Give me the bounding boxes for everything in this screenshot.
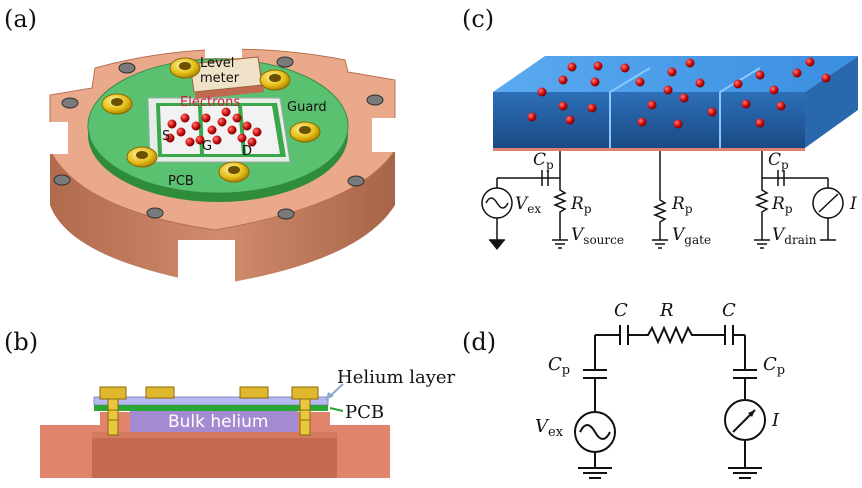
label-vgate: Vgate: [672, 225, 711, 247]
panel-d-label: (d): [462, 328, 496, 356]
electrons-c: [527, 57, 831, 129]
helium-layer-arrowhead: [326, 392, 334, 400]
label-rp-gate: Rp: [671, 194, 693, 216]
bottom-slot: [178, 240, 235, 285]
label-electrons: Electrons: [180, 95, 240, 110]
panel-d: (d): [462, 300, 785, 479]
base-recess-lip: [92, 432, 337, 438]
screw-b-right: [291, 386, 319, 436]
helium-slab-front: [493, 92, 805, 148]
source-circuit: [481, 151, 568, 249]
panel-b-label: (b): [4, 328, 38, 356]
gate-circuit: [652, 151, 668, 249]
label-pcb-b: PCB: [345, 402, 384, 423]
right-slot: [372, 118, 398, 152]
gold-screw: [101, 93, 133, 115]
electrons-a: [165, 107, 262, 147]
gold-screw: [126, 146, 158, 168]
bulk-helium: [130, 410, 298, 432]
pcb-strip: [94, 405, 328, 411]
label-vex-c: Vex: [515, 194, 541, 216]
label-pcb-a: PCB: [168, 174, 194, 189]
label-rp-source: Rp: [570, 194, 592, 216]
label-rp-drain: Rp: [771, 194, 793, 216]
label-level: Level: [200, 56, 234, 71]
gold-screw: [169, 57, 201, 79]
gold-screw: [289, 121, 321, 143]
left-slot: [46, 122, 68, 154]
screw-head-b: [239, 386, 269, 399]
screw-head-b: [145, 386, 175, 399]
label-helium-layer: Helium layer: [337, 367, 456, 388]
gold-screw: [259, 69, 291, 91]
gold-screws: [101, 57, 321, 183]
screws-b: [99, 386, 319, 436]
screw-holes: [53, 56, 384, 220]
ground-arrow: [489, 240, 505, 250]
label-bulk-helium: Bulk helium: [168, 412, 268, 432]
label-i-c: I: [849, 194, 857, 214]
label-cp-source: Cp: [533, 150, 554, 172]
base-recess: [92, 432, 337, 478]
panel-a-label: (a): [4, 5, 37, 33]
label-g: G: [202, 139, 212, 154]
label-vdrain: Vdrain: [772, 225, 817, 247]
label-c-left-d: C: [614, 300, 628, 321]
electrode-gap-left-top: [609, 67, 651, 93]
electrode-strip: [493, 148, 805, 151]
label-d: D: [242, 144, 252, 159]
ammeter-needle-head: [748, 410, 755, 417]
label-i-d: I: [771, 410, 780, 431]
label-s: S: [162, 129, 170, 144]
panel-c: (c): [462, 5, 858, 250]
top-slot: [205, 42, 242, 58]
label-vsource: Vsource: [571, 225, 624, 247]
panel-b: (b): [4, 328, 456, 478]
label-guard: Guard: [287, 100, 327, 115]
level-meter: [189, 56, 264, 99]
pcb-arrow: [329, 407, 344, 412]
label-r-d: R: [659, 300, 674, 321]
label-cp-right-d: Cp: [763, 354, 785, 378]
gold-screw: [218, 161, 250, 183]
label-c-right-d: C: [722, 300, 736, 321]
panel-c-label: (c): [462, 5, 494, 33]
label-cp-left-d: Cp: [548, 354, 570, 378]
label-vex-d: Vex: [535, 416, 564, 440]
label-cp-drain: Cp: [768, 150, 789, 172]
helium-slab-side: [805, 56, 858, 148]
equivalent-circuit: [574, 325, 766, 479]
panel-a: (a): [4, 5, 398, 285]
screw-b-left: [99, 386, 127, 436]
label-meter: meter: [200, 71, 240, 86]
drain-circuit: [754, 151, 844, 249]
